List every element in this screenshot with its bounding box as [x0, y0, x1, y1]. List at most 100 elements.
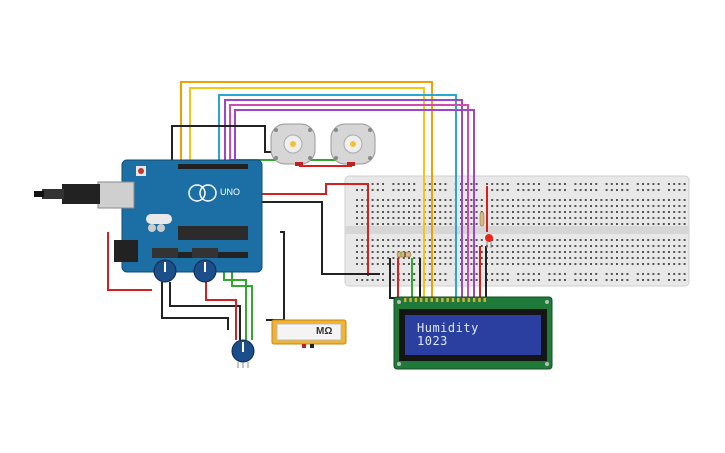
- breadboard-hole: [683, 257, 686, 259]
- breadboard-hole: [439, 273, 442, 275]
- breadboard-hole: [382, 211, 384, 213]
- breadboard-hole: [668, 223, 670, 225]
- multimeter-unit-label: MΩ: [316, 326, 333, 337]
- breadboard-hole: [522, 183, 525, 185]
- breadboard-hole: [636, 257, 639, 259]
- breadboard-hole: [553, 199, 556, 201]
- breadboard-hole: [470, 217, 473, 219]
- breadboard-hole: [605, 189, 608, 191]
- breadboard-hole: [579, 239, 582, 241]
- breadboard-hole: [610, 245, 613, 247]
- breadboard-hole: [517, 211, 520, 213]
- breadboard-hole: [558, 205, 561, 207]
- breadboard-hole: [558, 245, 561, 247]
- breadboard-hole: [584, 239, 587, 241]
- breadboard-hole: [397, 245, 400, 247]
- breadboard-hole: [517, 273, 520, 275]
- breadboard-hole: [506, 211, 509, 213]
- breadboard-hole: [584, 251, 587, 253]
- breadboard-hole: [387, 263, 390, 265]
- breadboard-hole: [392, 199, 395, 201]
- breadboard-hole: [527, 279, 530, 281]
- breadboard-hole: [652, 199, 655, 201]
- breadboard-hole: [491, 279, 494, 281]
- breadboard-hole: [673, 245, 676, 247]
- breadboard-hole: [610, 263, 613, 265]
- breadboard-hole: [402, 239, 405, 241]
- breadboard-hole: [371, 263, 374, 265]
- breadboard-hole: [449, 199, 452, 201]
- breadboard-hole: [480, 205, 483, 207]
- breadboard-hole: [361, 205, 364, 207]
- breadboard-hole: [621, 239, 624, 241]
- lcd-pin: [404, 298, 407, 302]
- breadboard-hole: [491, 251, 494, 253]
- breadboard-hole: [428, 217, 431, 219]
- breadboard-hole: [522, 263, 525, 265]
- breadboard-hole: [413, 223, 416, 225]
- breadboard-hole: [616, 239, 618, 241]
- breadboard-hole: [506, 245, 509, 247]
- breadboard-hole: [642, 239, 644, 241]
- breadboard-hole: [610, 189, 613, 191]
- breadboard-hole: [361, 189, 364, 191]
- breadboard-hole: [475, 251, 478, 253]
- breadboard-hole: [371, 279, 374, 281]
- breadboard-hole: [616, 273, 618, 275]
- breadboard-hole: [512, 217, 514, 219]
- breadboard-hole: [553, 279, 556, 281]
- breadboard-hole: [356, 205, 358, 207]
- breadboard-hole: [418, 245, 421, 247]
- breadboard-hole: [610, 239, 613, 241]
- breadboard-hole: [657, 257, 660, 259]
- lcd-pin: [419, 298, 423, 302]
- breadboard-hole: [356, 217, 358, 219]
- breadboard-hole: [402, 223, 405, 225]
- breadboard-hole: [465, 245, 468, 247]
- breadboard-hole: [408, 273, 410, 275]
- breadboard-hole: [636, 217, 639, 219]
- breadboard-hole: [418, 239, 421, 241]
- breadboard-hole: [527, 217, 530, 219]
- breadboard-hole: [512, 211, 514, 213]
- breadboard-hole: [543, 205, 546, 207]
- breadboard-hole: [610, 223, 613, 225]
- breadboard-hole: [428, 183, 431, 185]
- breadboard-hole: [434, 263, 436, 265]
- breadboard-hole: [522, 257, 525, 259]
- breadboard-hole: [418, 251, 421, 253]
- breadboard-hole: [371, 245, 374, 247]
- breadboard-hole: [387, 223, 390, 225]
- breadboard-hole: [548, 239, 551, 241]
- breadboard-hole: [673, 183, 676, 185]
- breadboard-hole: [668, 211, 670, 213]
- breadboard-hole: [558, 251, 561, 253]
- breadboard-hole: [517, 279, 520, 281]
- breadboard-hole: [434, 273, 436, 275]
- breadboard-hole: [652, 263, 655, 265]
- breadboard-hole: [392, 211, 395, 213]
- breadboard-hole: [569, 263, 572, 265]
- breadboard-hole: [662, 257, 665, 259]
- breadboard-hole: [371, 183, 374, 185]
- breadboard-hole: [538, 245, 540, 247]
- breadboard-hole: [678, 279, 681, 281]
- breadboard-hole: [376, 251, 379, 253]
- breadboard-hole: [517, 263, 520, 265]
- breadboard-hole: [376, 263, 379, 265]
- breadboard-hole: [657, 279, 660, 281]
- breadboard-hole: [465, 279, 468, 281]
- breadboard-hole: [382, 217, 384, 219]
- breadboard-hole: [590, 205, 592, 207]
- breadboard-hole: [449, 263, 452, 265]
- breadboard-hole: [647, 245, 650, 247]
- breadboard-hole: [574, 189, 577, 191]
- breadboard-hole: [683, 273, 686, 275]
- breadboard-hole: [673, 257, 676, 259]
- breadboard-hole: [387, 211, 390, 213]
- breadboard-hole: [496, 279, 499, 281]
- breadboard-hole: [636, 245, 639, 247]
- breadboard-hole: [480, 199, 483, 201]
- breadboard-hole: [584, 223, 587, 225]
- breadboard-hole: [631, 211, 634, 213]
